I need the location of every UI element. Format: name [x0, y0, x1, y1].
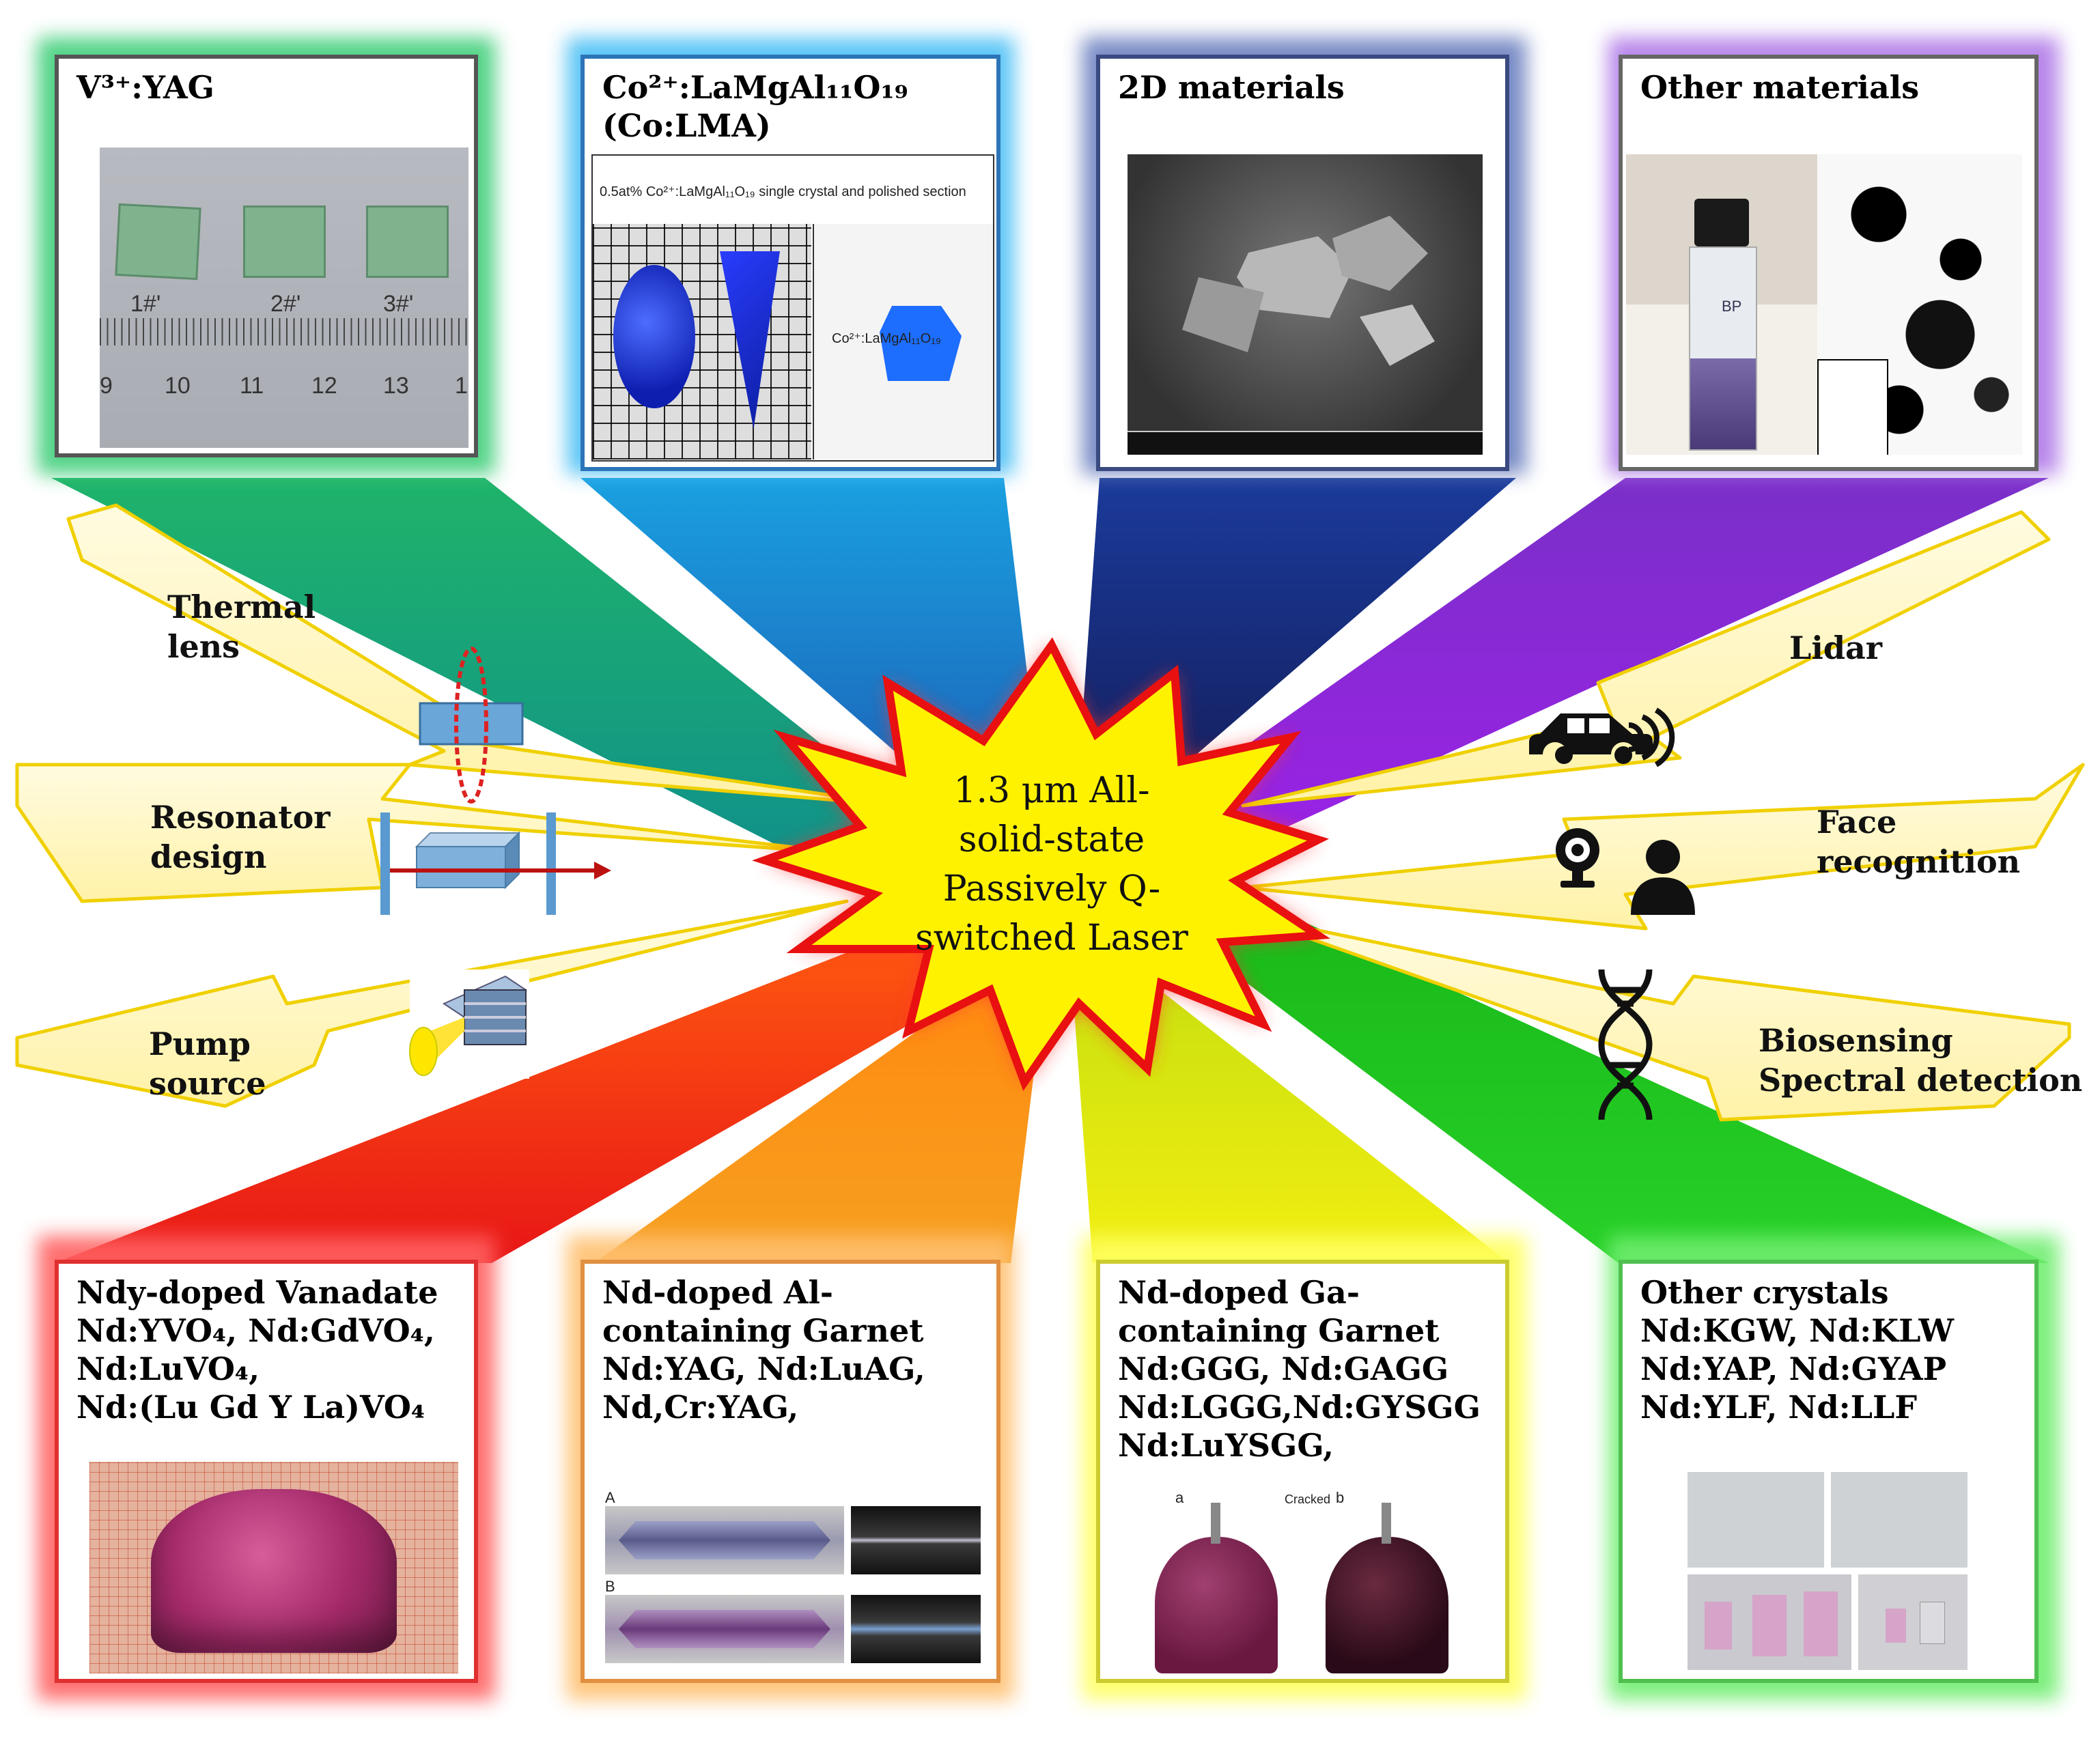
label-thermal-lens: Thermal lens	[167, 589, 316, 665]
vanadate-crystal-photo	[89, 1462, 458, 1673]
ray-al-garnet	[594, 983, 1045, 1263]
ruler-tick: 9	[100, 373, 113, 399]
sub-label: A	[605, 1489, 615, 1506]
crystal-photo-a	[1688, 1472, 1824, 1568]
crystal-sample	[366, 206, 449, 278]
label-face-recognition: Face recognition	[1817, 804, 2021, 880]
center-title: 1.3 μm All- solid-state Passively Q- swi…	[915, 770, 1188, 959]
sub-label: B	[605, 1578, 615, 1595]
crack-label: Cracked	[1285, 1492, 1331, 1506]
v-yag-photo: 1#' 2#' 3#' 9 10 11 12 13 1	[100, 147, 468, 448]
sample-label: 2#'	[270, 291, 301, 317]
thermal-lens-icon	[419, 647, 524, 804]
inset	[1817, 359, 1888, 455]
vial-label: BP	[1722, 298, 1742, 315]
vial-cap	[1694, 199, 1749, 246]
ray-vanadate	[55, 929, 970, 1263]
ruler-tick: 12	[311, 373, 337, 399]
label-resonator-design: Resonator design	[150, 799, 331, 875]
panel-al-garnet: Nd-doped Al- containing Garnet Nd:YAG, N…	[580, 1260, 1000, 1683]
garnet-rod-photo-a	[605, 1506, 844, 1574]
ray-ga-garnet	[1072, 969, 1509, 1263]
panel-title: V³⁺:YAG	[76, 69, 214, 106]
ray-other-crystals	[1175, 888, 2049, 1263]
ruler-tick: 1	[455, 373, 468, 399]
ruler-tick: 11	[240, 373, 264, 399]
panel-co-lma: Co²⁺:LaMgAl₁₁O₁₉ (Co:LMA) 0.5at% Co²⁺:La…	[580, 55, 1000, 471]
crystal-photo-c	[1688, 1574, 1851, 1670]
ray-2d-materials	[1079, 478, 1516, 785]
sample-label: 1#'	[130, 291, 161, 317]
label-pump-source: Pump source	[149, 1025, 266, 1102]
arrow-lidar	[1241, 510, 2051, 808]
dna-icon	[1598, 969, 1653, 1120]
garnet-slice-photo-b	[851, 1595, 981, 1663]
resonator-icon	[380, 812, 611, 915]
sample-label: Co²⁺:LaMgAl₁₁O₁₉	[832, 331, 941, 346]
arrow-resonator	[15, 763, 849, 903]
ruler-tick: 10	[165, 373, 191, 399]
crystal-photo-d	[1858, 1574, 1968, 1670]
blue-crystal-boule	[613, 265, 695, 408]
boule-b	[1326, 1537, 1448, 1673]
panel-ga-garnet: Nd-doped Ga- containing Garnet Nd:GGG, N…	[1096, 1260, 1509, 1683]
webcam-person-icon	[1556, 828, 1695, 915]
garnet-rod-photo-b	[605, 1595, 844, 1663]
sample-label: 3#'	[383, 291, 414, 317]
sem-image	[1128, 154, 1483, 455]
label-biosensing: Biosensing Spectral detection	[1759, 1022, 2083, 1099]
panel-vanadate: Ndy-doped Vanadate Nd:YVO₄, Nd:GdVO₄, Nd…	[55, 1260, 478, 1683]
vial-body	[1689, 246, 1757, 451]
ray-other-materials	[1161, 478, 2049, 853]
boule-a-seed	[1211, 1503, 1220, 1544]
center-starburst	[752, 637, 1330, 1091]
vial-photo: BP	[1626, 154, 1817, 455]
photo-caption: 0.5at% Co²⁺:LaMgAl₁₁O₁₉ single crystal a…	[600, 184, 966, 199]
garnet-slice-photo-a	[851, 1506, 981, 1574]
panel-other-crystals: Other crystals Nd:KGW, Nd:KLW Nd:YAP, Nd…	[1619, 1260, 2039, 1683]
car-signal-icon	[1529, 707, 1675, 767]
panel-other-materials: Other materials BP	[1619, 55, 2039, 471]
panel-title: 2D materials	[1118, 69, 1345, 106]
boule-b-seed	[1382, 1503, 1391, 1544]
boule-a	[1155, 1537, 1278, 1673]
laser-diode-icon	[409, 969, 529, 1079]
crystal-sample	[115, 203, 201, 281]
co-lma-photo: 0.5at% Co²⁺:LaMgAl₁₁O₁₉ single crystal a…	[591, 154, 994, 462]
panel-title: Ndy-doped Vanadate Nd:YVO₄, Nd:GdVO₄, Nd…	[76, 1274, 438, 1426]
sub-label: a	[1175, 1489, 1184, 1506]
panel-title: Co²⁺:LaMgAl₁₁O₁₉ (Co:LMA)	[602, 69, 908, 144]
sub-label: b	[1336, 1489, 1345, 1506]
crystal-sample	[243, 206, 326, 278]
panel-title: Nd-doped Al- containing Garnet Nd:YAG, N…	[602, 1274, 925, 1426]
panel-title: Nd-doped Ga- containing Garnet Nd:GGG, N…	[1118, 1274, 1481, 1464]
panel-2d-materials: 2D materials	[1096, 55, 1509, 471]
tem-image	[1817, 154, 2022, 455]
panel-v-yag: V³⁺:YAG 1#' 2#' 3#' 9 10 11 12 13 1	[55, 55, 478, 457]
crystal-photo-b	[1831, 1472, 1968, 1568]
ruler	[100, 318, 468, 407]
polished-section	[880, 306, 962, 381]
label-lidar: Lidar	[1789, 629, 1883, 666]
panel-title: Other materials	[1640, 69, 1920, 106]
ruler-tick: 13	[383, 373, 409, 399]
panel-title: Other crystals Nd:KGW, Nd:KLW Nd:YAP, Nd…	[1640, 1274, 1955, 1426]
